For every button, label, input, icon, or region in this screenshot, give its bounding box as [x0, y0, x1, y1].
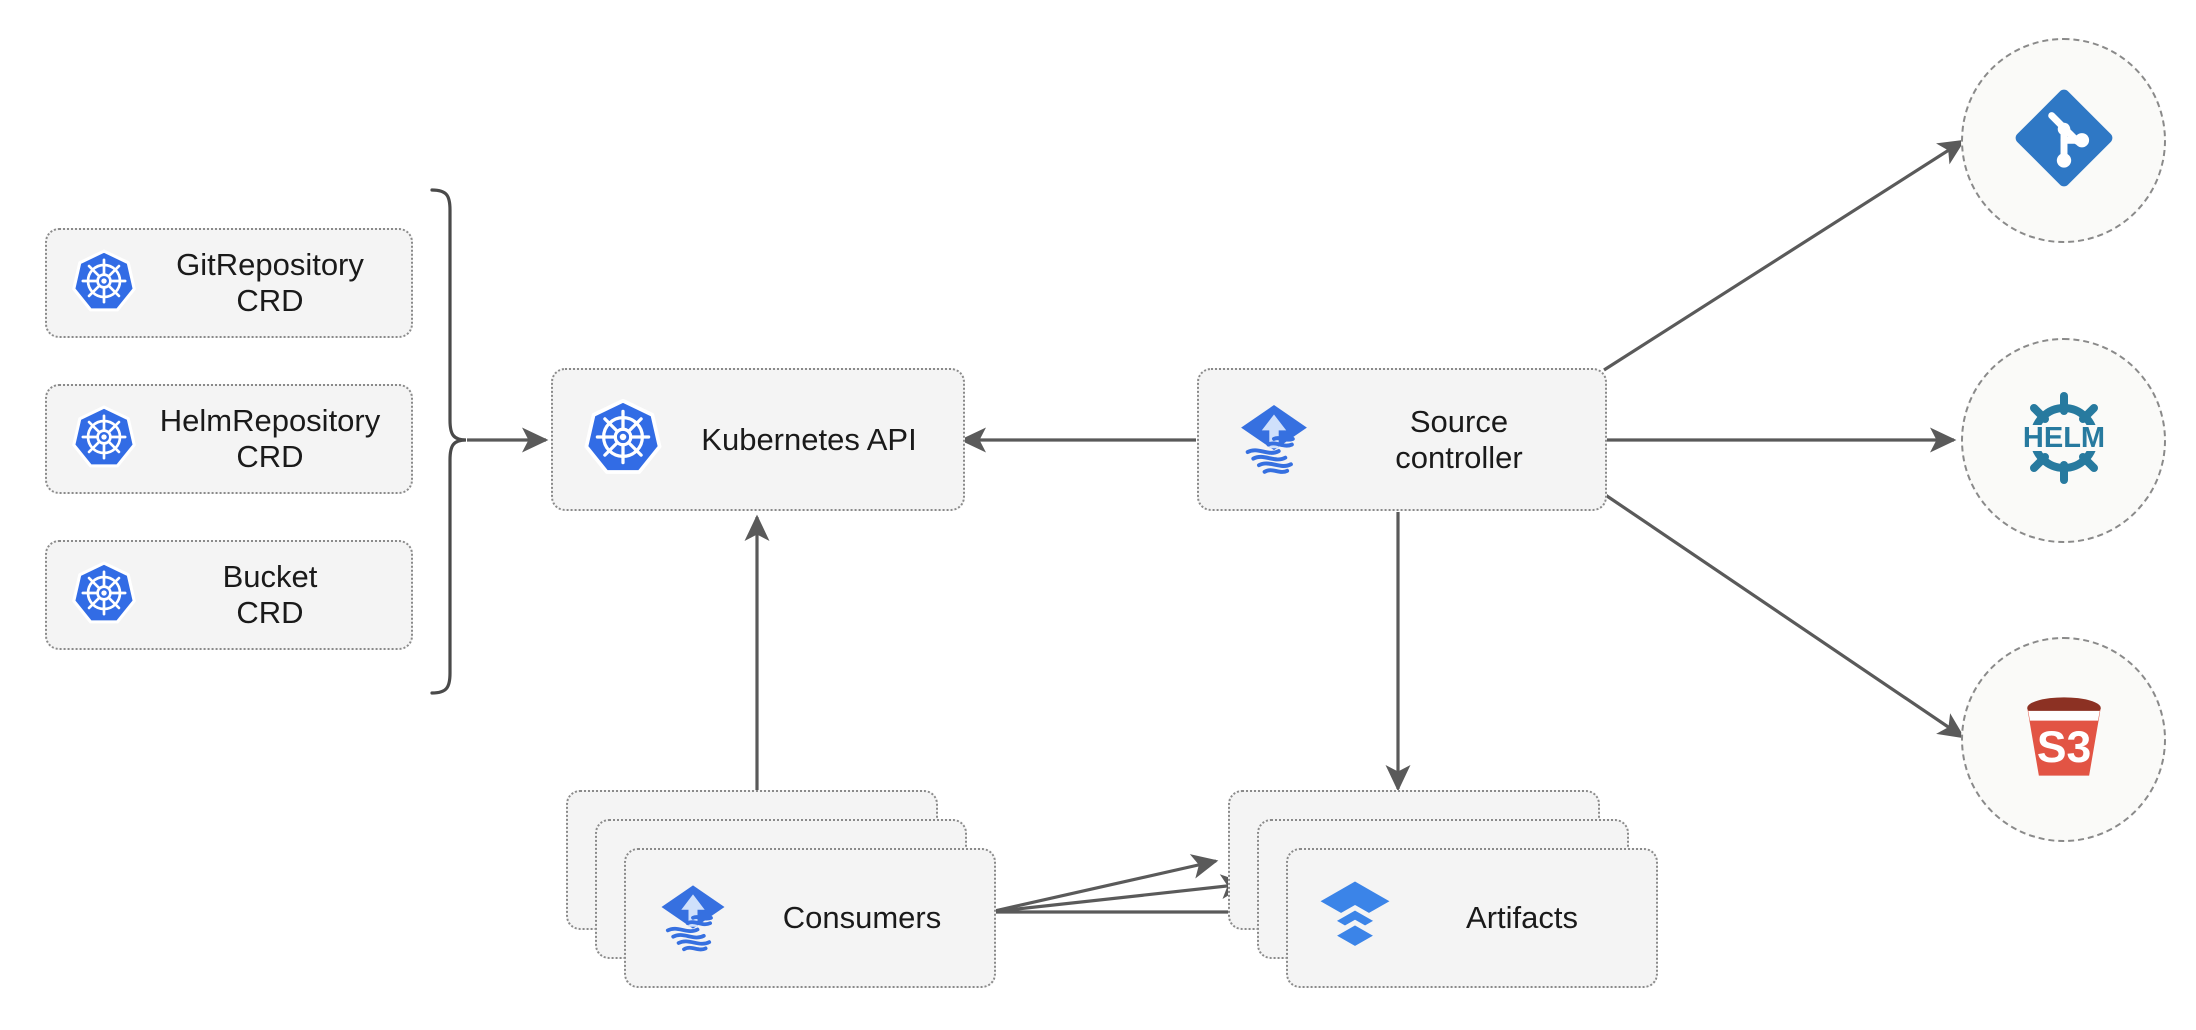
node-label: Artifacts [1466, 900, 1578, 936]
crd-label: HelmRepository CRD [159, 403, 381, 474]
node-label: Consumers [782, 900, 942, 936]
crd-box-bucket[interactable]: Bucket CRD [45, 540, 413, 650]
s3-wordmark: S3 [2036, 723, 2090, 772]
consumers-card-front[interactable]: Consumers [624, 848, 996, 988]
layers-icon [1314, 875, 1396, 962]
kubernetes-icon [71, 404, 137, 475]
flux-icon [1227, 390, 1321, 489]
crd-group-brace [430, 188, 467, 695]
crd-label: Bucket CRD [222, 559, 318, 630]
flux-icon [648, 871, 738, 966]
external-source-s3[interactable]: S3 [1961, 637, 2166, 842]
kubernetes-icon [71, 248, 137, 319]
edge-consumers-to-artifacts-2 [989, 874, 1248, 914]
s3-icon: S3 [2006, 679, 2122, 800]
external-source-helm[interactable]: HELM [1961, 338, 2166, 543]
git-icon [2008, 82, 2120, 199]
kubernetes-icon [71, 560, 137, 631]
node-label: Source controller [1395, 403, 1523, 475]
node-consumers[interactable]: Consumers [566, 790, 996, 990]
edge-source-controller-to-s3 [1603, 492, 1965, 739]
node-source-controller[interactable]: Source controller [1197, 368, 1607, 511]
crd-box-gitrepository[interactable]: GitRepository CRD [45, 228, 413, 338]
external-source-git[interactable] [1961, 38, 2166, 243]
node-artifacts[interactable]: Artifacts [1228, 790, 1658, 990]
helm-icon: HELM [2004, 378, 2124, 503]
edge-consumers-to-artifacts-1 [989, 854, 1219, 914]
node-kubernetes-api[interactable]: Kubernetes API [551, 368, 965, 511]
helm-wordmark: HELM [2022, 422, 2104, 454]
kubernetes-icon [583, 397, 663, 482]
edge-source-controller-to-git [1603, 139, 1966, 372]
node-label: Kubernetes API [701, 421, 917, 457]
crd-label: GitRepository CRD [176, 247, 364, 318]
artifacts-card-front[interactable]: Artifacts [1286, 848, 1658, 988]
crd-box-helmrepository[interactable]: HelmRepository CRD [45, 384, 413, 494]
